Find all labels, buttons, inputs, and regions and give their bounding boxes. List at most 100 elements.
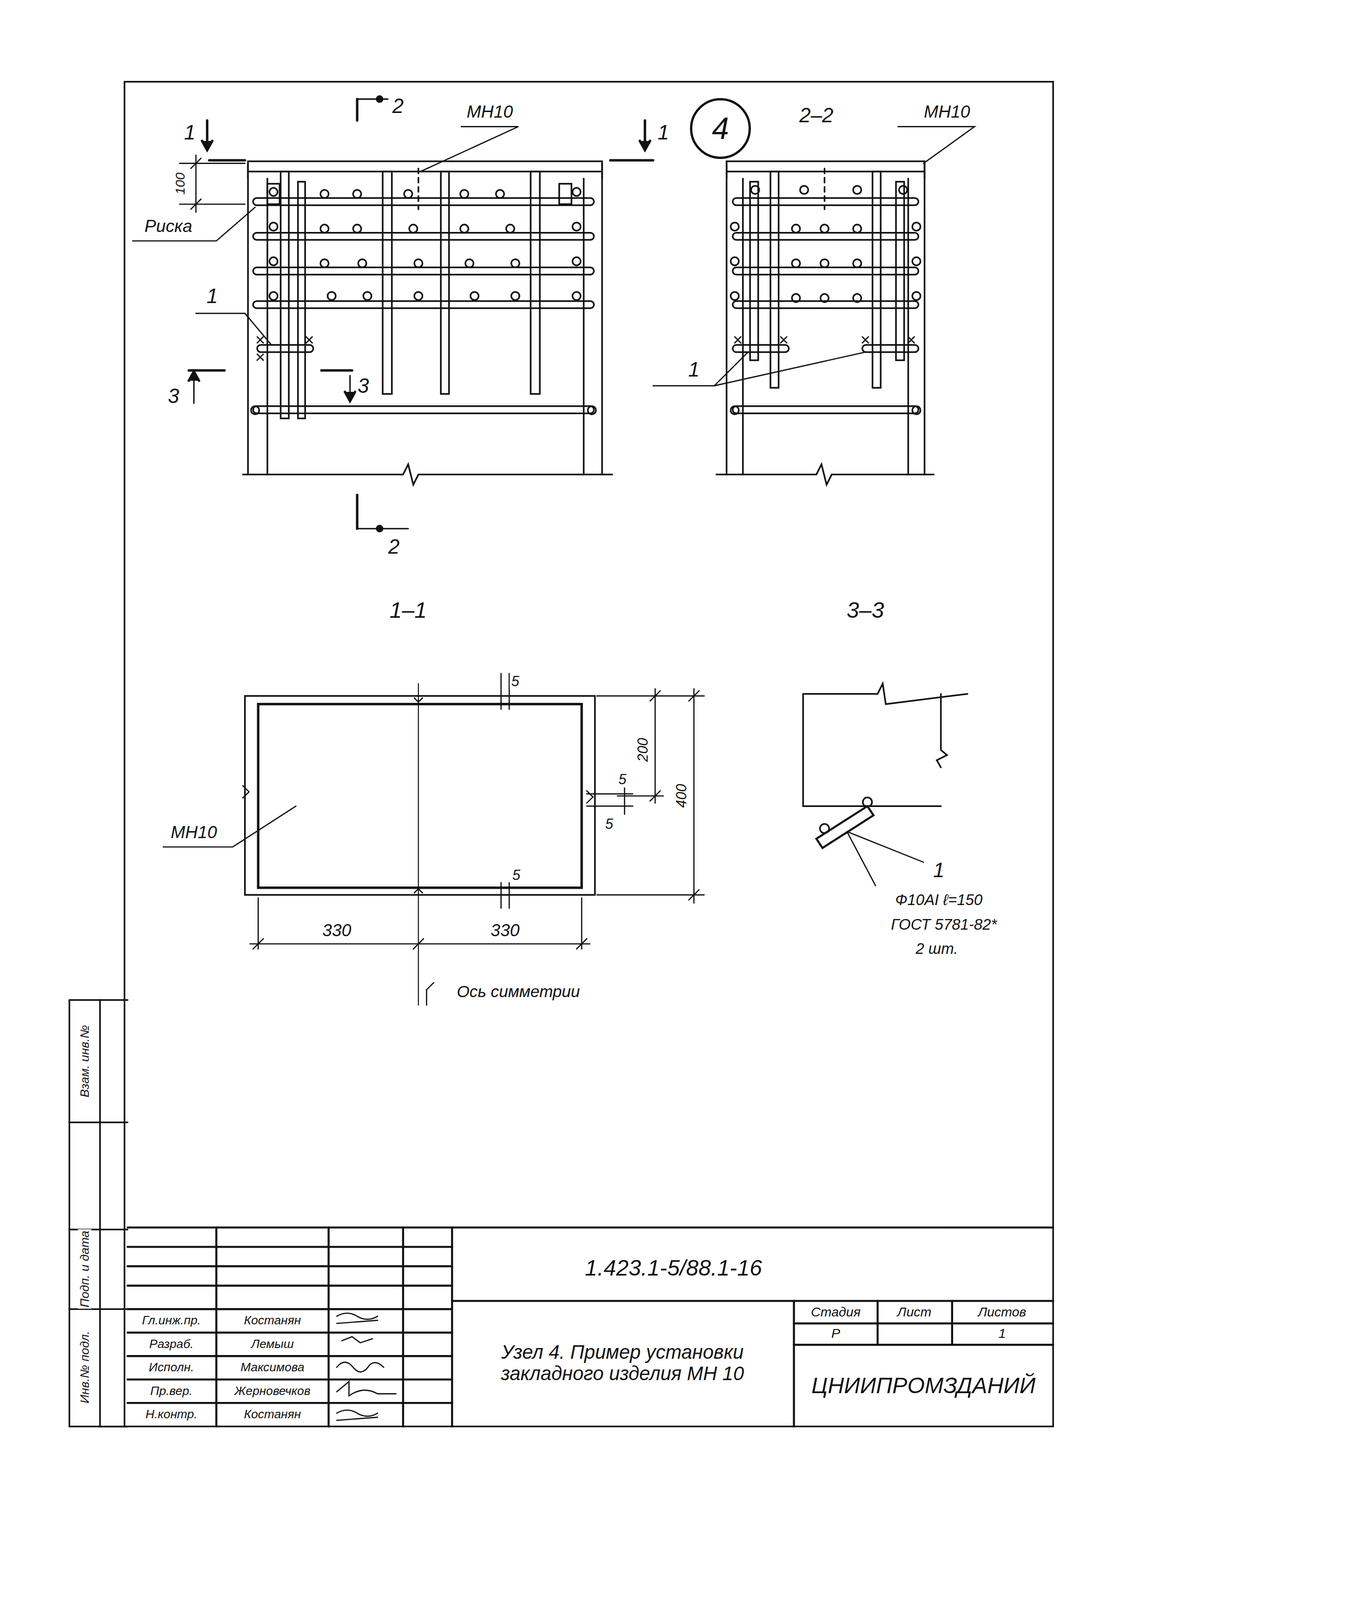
- front-view: [267, 183, 280, 205]
- section-2-2: [734, 337, 915, 344]
- front-view: [583, 178, 585, 475]
- table-cell: Лист: [895, 1305, 933, 1320]
- view-title: 1–1: [388, 597, 429, 623]
- section-2-2: [853, 185, 862, 195]
- title-block: [127, 1226, 1054, 1229]
- section-marks: [202, 140, 213, 151]
- section-3-3: [862, 797, 873, 808]
- section-mark: 1: [656, 121, 670, 144]
- front-view: [269, 257, 278, 266]
- leader-line: [163, 806, 296, 848]
- note: Ось симметрии: [455, 982, 582, 1002]
- front-view: [601, 163, 604, 475]
- dimension-line: [654, 689, 657, 804]
- title-block: [794, 1344, 1054, 1346]
- front-view: [414, 259, 423, 268]
- view-title: 3–3: [845, 597, 886, 623]
- front-view: [252, 301, 594, 309]
- stamp-cell: Подп. и дата: [78, 1229, 92, 1310]
- part-name: МН10: [922, 102, 972, 122]
- section-mark: 2: [391, 94, 405, 118]
- section-2-2: [872, 171, 882, 388]
- table-cell: Жерновечков: [232, 1384, 312, 1398]
- section-2-2: [791, 293, 801, 303]
- section-marks: [188, 96, 654, 532]
- stamp-cell: Инв.№ подл.: [78, 1329, 92, 1406]
- dimension: 330: [320, 921, 353, 941]
- section-mark: 3: [166, 384, 181, 407]
- front-view: [252, 232, 594, 240]
- front-view: [352, 224, 362, 233]
- front-view: [327, 291, 337, 301]
- front-view: [320, 224, 329, 233]
- section-2-2: [732, 198, 919, 206]
- front-view: [257, 344, 314, 352]
- front-view: [470, 291, 479, 301]
- dimension-line: [500, 673, 502, 710]
- sheet-frame: [124, 81, 1054, 1427]
- front-view: [269, 222, 278, 232]
- stamp-cell: Взам. инв.№: [78, 1023, 92, 1100]
- dimension-line: [190, 158, 201, 210]
- section-2-2: [732, 267, 919, 275]
- section-1-1: [258, 704, 582, 889]
- title-block: [792, 1301, 795, 1427]
- section-2-2: [730, 222, 740, 232]
- front-view: [252, 198, 594, 206]
- front-view: [266, 178, 269, 475]
- section-3-3: [847, 831, 876, 886]
- front-view: [414, 291, 423, 301]
- section-2-2: [791, 259, 801, 268]
- section-marks: [377, 96, 383, 102]
- section-marks: [209, 159, 246, 162]
- dimension: 5: [603, 816, 615, 833]
- dimension-line: [426, 982, 434, 1006]
- section-marks: [344, 391, 356, 402]
- leader-line: [897, 126, 975, 164]
- section-2-2: [716, 464, 935, 485]
- front-view: [298, 181, 306, 419]
- note: Риска: [143, 217, 194, 237]
- table-cell: Пр.вер.: [148, 1384, 194, 1398]
- section-2-2: [853, 259, 862, 268]
- section-2-2: [823, 168, 826, 210]
- signature-scribble: [341, 1336, 373, 1343]
- table-cell: Костанян: [242, 1313, 303, 1328]
- sheet-frame: [68, 1000, 71, 1427]
- callout-number: 1: [931, 859, 946, 882]
- section-2-2: [923, 163, 926, 475]
- dimension: 330: [489, 921, 521, 941]
- view-title: 2–2: [797, 104, 835, 127]
- signature-scribble: [336, 1410, 378, 1421]
- front-view: [460, 224, 469, 233]
- section-2-2: [749, 181, 759, 361]
- dimension-line: [586, 793, 633, 796]
- table-cell: Н.контр.: [144, 1407, 199, 1422]
- section-2-2: [907, 178, 910, 475]
- front-view: [506, 224, 515, 233]
- front-view: [269, 187, 278, 197]
- front-view: [572, 222, 581, 232]
- part-name: МН10: [169, 822, 219, 843]
- dimension-line: [581, 898, 583, 950]
- section-marks: [377, 526, 383, 532]
- dimension-line: [508, 882, 511, 909]
- dimension-line: [693, 689, 695, 904]
- dimension-line: [257, 898, 259, 950]
- section-2-2: [732, 406, 919, 414]
- section-2-2: [820, 293, 829, 303]
- dimension: 5: [510, 867, 522, 884]
- front-view: [460, 189, 469, 199]
- title-block: [450, 1227, 453, 1427]
- section-2-2: [732, 232, 919, 240]
- section-2-2: [732, 344, 790, 352]
- signature-scribble: [336, 1362, 384, 1373]
- table-cell: Исполн.: [147, 1360, 196, 1375]
- section-2-2: [912, 257, 921, 266]
- front-view: [252, 267, 594, 275]
- front-view: [247, 163, 250, 475]
- section-marks: [356, 99, 359, 121]
- front-view: [559, 183, 572, 205]
- table-cell: Максимова: [238, 1360, 306, 1375]
